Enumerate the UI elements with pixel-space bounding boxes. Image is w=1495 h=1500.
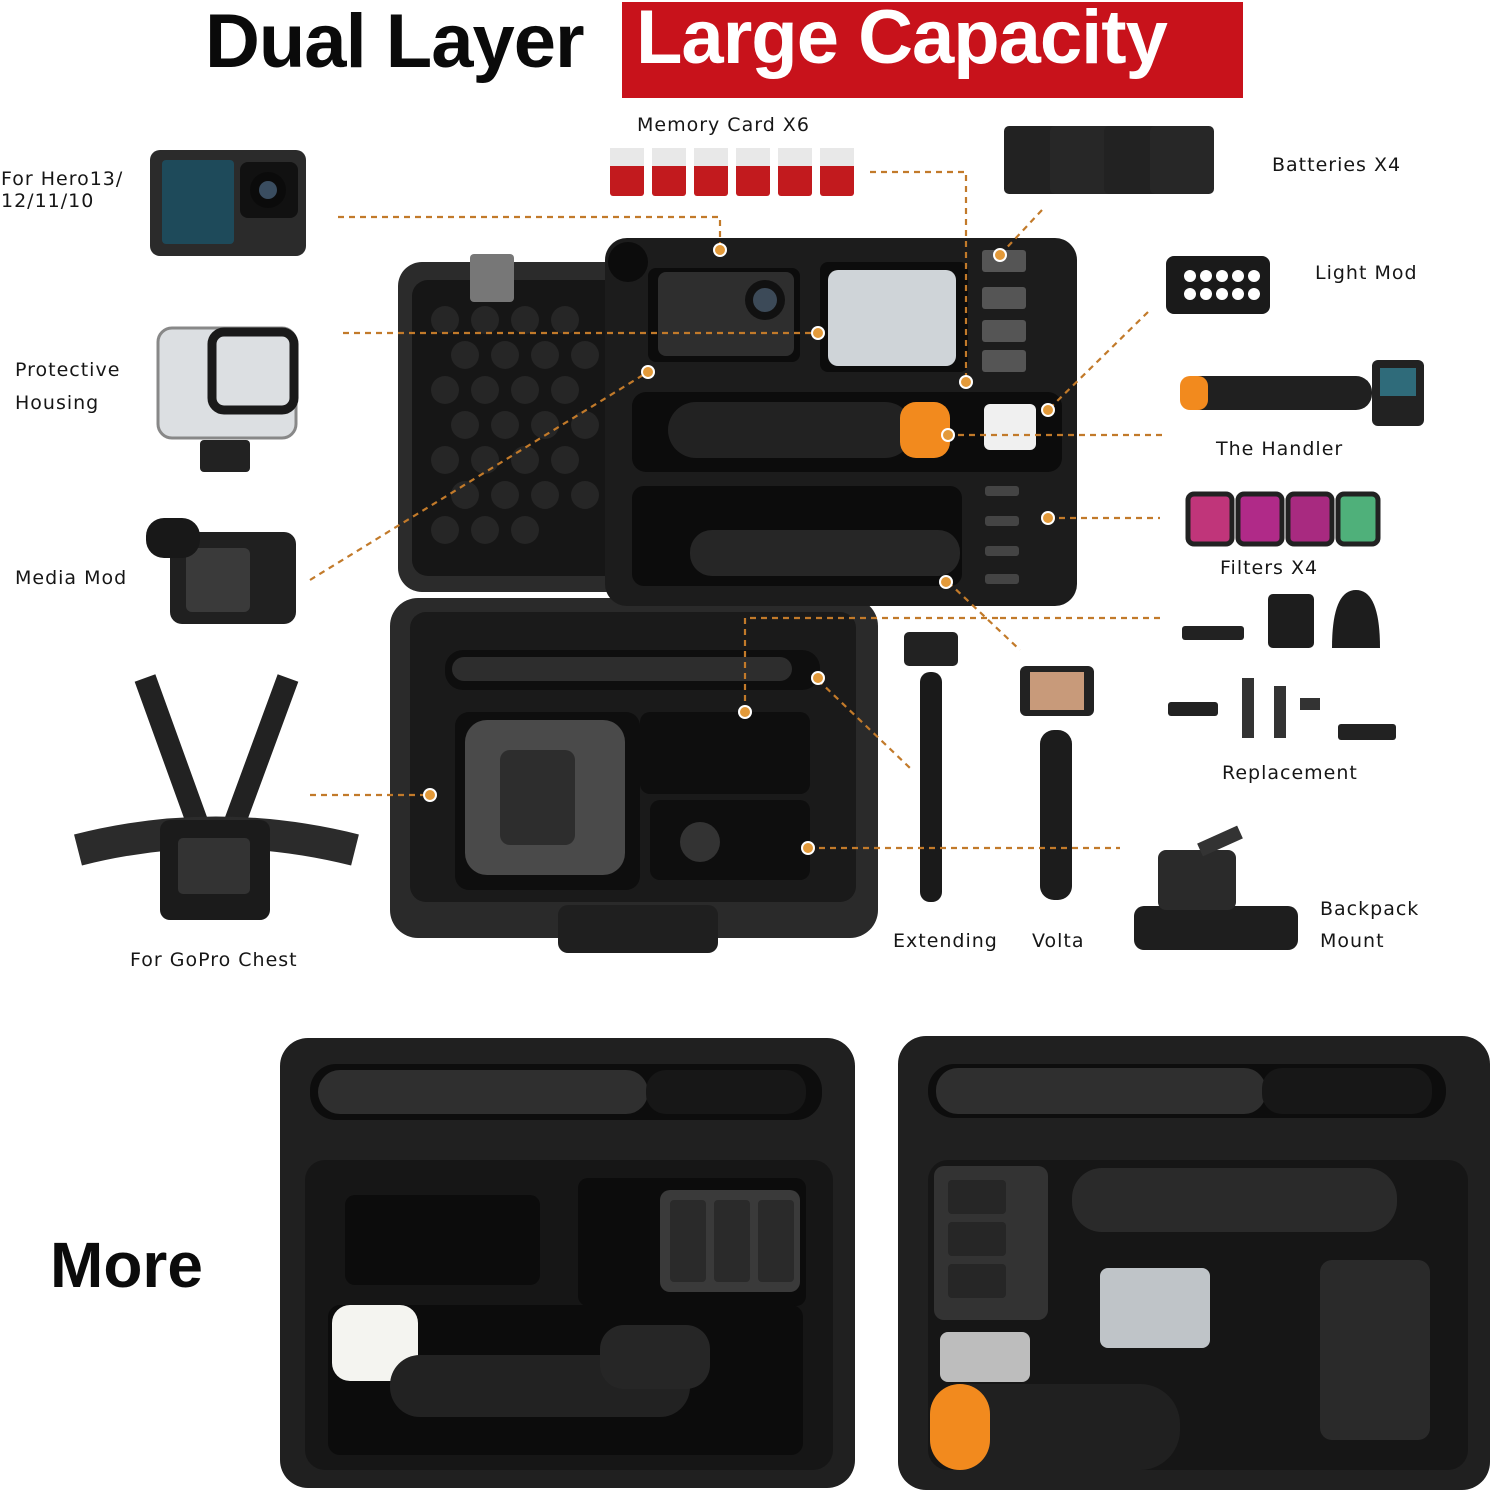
tray-photo-left bbox=[280, 1038, 855, 1488]
extension-pole-icon bbox=[904, 632, 958, 902]
label-hero-line2: 12/11/10 bbox=[1, 190, 95, 212]
label-media-mod: Media Mod bbox=[15, 567, 128, 589]
light-mod-icon bbox=[1166, 256, 1270, 314]
leader-dots bbox=[423, 243, 1055, 855]
label-volta: Volta bbox=[1032, 930, 1085, 952]
tray-photo-right bbox=[898, 1036, 1490, 1490]
protective-housing-icon bbox=[156, 326, 299, 472]
backpack-clip-icon bbox=[1134, 825, 1298, 950]
handler-grip-icon bbox=[1180, 360, 1424, 426]
mount-icon bbox=[1168, 590, 1396, 740]
volta-grip-icon bbox=[1020, 666, 1094, 900]
title-highlight-box bbox=[622, 2, 1243, 98]
label-protective-line2: Housing bbox=[15, 392, 100, 414]
title-dual-layer: Dual Layer bbox=[205, 0, 585, 84]
memory-card-icon bbox=[610, 148, 854, 196]
label-hero-line1: For Hero13/ bbox=[1, 168, 124, 190]
label-extending: Extending bbox=[893, 930, 998, 952]
chest-harness-icon bbox=[74, 674, 359, 920]
battery-icon bbox=[1004, 126, 1214, 194]
label-light-mod: Light Mod bbox=[1315, 262, 1418, 284]
label-chest: For GoPro Chest bbox=[130, 949, 298, 971]
gopro-camera-icon bbox=[150, 150, 306, 256]
case-bottom-icon bbox=[390, 598, 878, 953]
label-memory-card: Memory Card X6 bbox=[637, 114, 810, 136]
label-replacement: Replacement bbox=[1222, 762, 1358, 784]
label-backpack-line1: Backpack bbox=[1320, 898, 1420, 920]
leader-lines bbox=[309, 170, 1162, 850]
label-backpack-line2: Mount bbox=[1320, 930, 1385, 952]
foam-texture bbox=[431, 306, 599, 544]
label-filters: Filters X4 bbox=[1220, 557, 1319, 579]
label-protective-line1: Protective bbox=[15, 359, 121, 381]
filter-icon bbox=[1185, 491, 1381, 547]
label-more: More bbox=[50, 1229, 203, 1301]
upper-tray-icon bbox=[605, 238, 1077, 606]
label-batteries: Batteries X4 bbox=[1272, 154, 1402, 176]
media-mod-icon bbox=[146, 518, 296, 624]
title-large-capacity: Large Capacity bbox=[636, 0, 1168, 80]
label-handler: The Handler bbox=[1216, 438, 1344, 460]
